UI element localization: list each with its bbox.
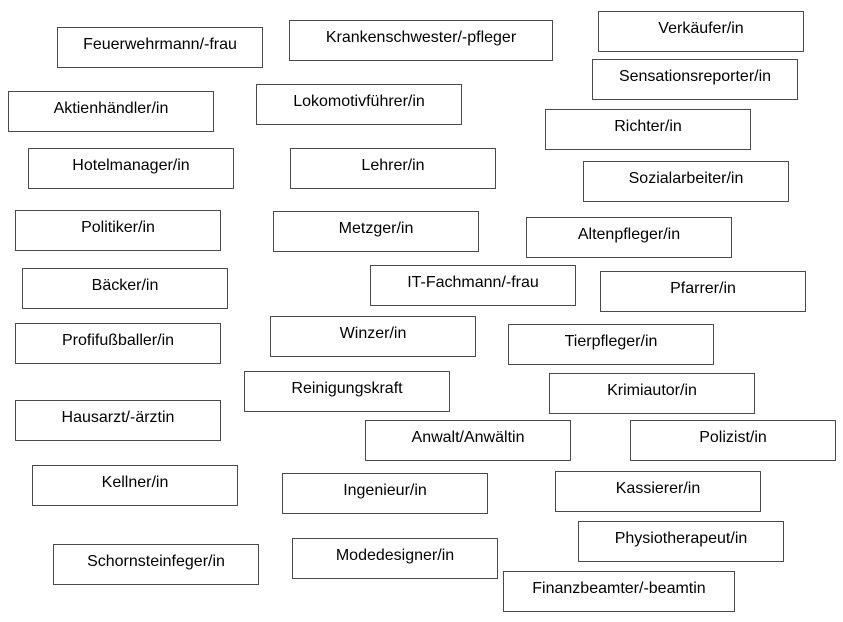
card-label: IT-Fachmann/-frau — [407, 274, 539, 291]
card-label: Aktienhändler/in — [53, 100, 169, 117]
card-label: Finanzbeamter/-beamtin — [532, 580, 706, 597]
card-label: Pfarrer/in — [670, 280, 736, 297]
card-richter: Richter/in — [545, 109, 751, 150]
card-kellner: Kellner/in — [32, 465, 238, 506]
card-anwalt: Anwalt/Anwältin — [365, 420, 571, 461]
card-label: Lokomotivführer/in — [293, 93, 425, 110]
card-aktienhaendler: Aktienhändler/in — [8, 91, 214, 132]
card-label: Lehrer/in — [361, 157, 425, 174]
card-schornsteinfeger: Schornsteinfeger/in — [53, 544, 259, 585]
card-label: Tierpfleger/in — [564, 333, 658, 350]
card-label: Krimiautor/in — [607, 382, 697, 399]
card-altenpfleger: Altenpfleger/in — [526, 217, 732, 258]
card-lokomotivfuehrer: Lokomotivführer/in — [256, 84, 462, 125]
card-label: Richter/in — [614, 118, 682, 135]
card-krimiautor: Krimiautor/in — [549, 373, 755, 414]
card-label: Politiker/in — [81, 219, 155, 236]
card-label: Altenpfleger/in — [577, 226, 681, 243]
card-hotelmanager: Hotelmanager/in — [28, 148, 234, 189]
card-profifussballer: Profifußballer/in — [15, 323, 221, 364]
card-feuerwehrmann: Feuerwehrmann/-frau — [57, 27, 263, 68]
card-label: Profifußballer/in — [61, 332, 175, 349]
card-metzger: Metzger/in — [273, 211, 479, 252]
card-label: Sensationsreporter/in — [618, 68, 772, 85]
card-label: Hotelmanager/in — [72, 157, 190, 174]
card-modedesigner: Modedesigner/in — [292, 538, 498, 579]
card-label: Anwalt/Anwältin — [411, 429, 525, 446]
card-label: Feuerwehrmann/-frau — [83, 36, 237, 53]
card-lehrer: Lehrer/in — [290, 148, 496, 189]
card-label: Kellner/in — [101, 474, 169, 491]
card-polizist: Polizist/in — [630, 420, 836, 461]
card-reinigungskraft: Reinigungskraft — [244, 371, 450, 412]
card-kassierer: Kassierer/in — [555, 471, 761, 512]
card-ingenieur: Ingenieur/in — [282, 473, 488, 514]
card-label: Winzer/in — [339, 325, 407, 342]
card-label: Schornsteinfeger/in — [87, 553, 225, 570]
card-sozialarbeiter: Sozialarbeiter/in — [583, 161, 789, 202]
card-tierpfleger: Tierpfleger/in — [508, 324, 714, 365]
card-label: Kassierer/in — [615, 480, 701, 497]
card-finanzbeamter: Finanzbeamter/-beamtin — [503, 571, 735, 612]
card-krankenschwester: Krankenschwester/-pfleger — [289, 20, 553, 61]
card-it-fachmann: IT-Fachmann/-frau — [370, 265, 576, 306]
card-verkaeufer: Verkäufer/in — [598, 11, 804, 52]
card-label: Bäcker/in — [91, 277, 159, 294]
card-label: Sozialarbeiter/in — [628, 170, 744, 187]
card-physiotherapeut: Physiotherapeut/in — [578, 521, 784, 562]
card-winzer: Winzer/in — [270, 316, 476, 357]
card-politiker: Politiker/in — [15, 210, 221, 251]
card-label: Verkäufer/in — [658, 20, 744, 37]
card-label: Hausarzt/-ärztin — [61, 409, 175, 426]
card-sensationsreporter: Sensationsreporter/in — [592, 59, 798, 100]
card-label: Reinigungskraft — [291, 380, 403, 397]
card-hausarzt: Hausarzt/-ärztin — [15, 400, 221, 441]
card-baecker: Bäcker/in — [22, 268, 228, 309]
card-label: Krankenschwester/-pfleger — [325, 29, 517, 46]
card-label: Ingenieur/in — [343, 482, 427, 499]
card-label: Modedesigner/in — [335, 547, 455, 564]
card-pfarrer: Pfarrer/in — [600, 271, 806, 312]
card-label: Polizist/in — [699, 429, 767, 446]
card-label: Physiotherapeut/in — [614, 530, 748, 547]
card-label: Metzger/in — [338, 220, 414, 237]
